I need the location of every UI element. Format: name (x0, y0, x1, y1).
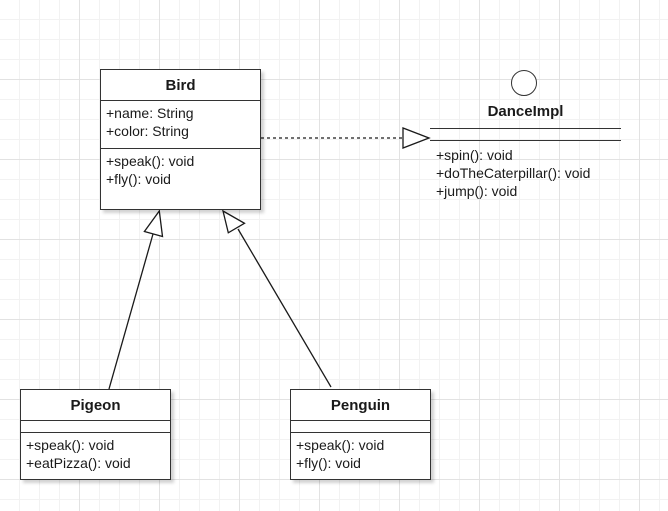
class-penguin-name: Penguin (291, 390, 430, 421)
class-penguin[interactable]: Penguin +speak(): void +fly(): void (290, 389, 431, 480)
edge-bird-to-danceimpl[interactable] (261, 127, 431, 149)
operation: +spin(): void (436, 147, 513, 163)
class-pigeon[interactable]: Pigeon +speak(): void +eatPizza(): void (20, 389, 171, 480)
operation: +speak(): void (296, 437, 385, 453)
class-penguin-attributes (291, 421, 430, 433)
operation: +jump(): void (436, 183, 518, 199)
class-penguin-operations: +speak(): void +fly(): void (291, 433, 430, 475)
class-bird[interactable]: Bird +name: String +color: String +speak… (100, 69, 261, 210)
interface-operations: +spin(): void +doTheCaterpillar(): void … (436, 146, 590, 200)
operation: +speak(): void (106, 153, 195, 169)
edge-pigeon-to-bird[interactable] (108, 209, 164, 390)
interface-lollipop-icon (511, 70, 537, 96)
interface-divider (430, 128, 621, 129)
operation: +fly(): void (296, 455, 361, 471)
attribute: +name: String (106, 105, 194, 121)
generalization-arrowhead-penguin (222, 209, 246, 234)
operation: +fly(): void (106, 171, 171, 187)
class-bird-operations: +speak(): void +fly(): void (101, 149, 260, 191)
edge-penguin-to-bird[interactable] (222, 209, 332, 388)
operation: +doTheCaterpillar(): void (436, 165, 591, 181)
class-pigeon-name: Pigeon (21, 390, 170, 421)
interface-danceimpl-name: DanceImpl (487, 103, 564, 120)
realization-arrowhead (402, 127, 431, 149)
operation: +eatPizza(): void (26, 455, 131, 471)
generalization-arrowhead-pigeon (143, 209, 164, 238)
class-pigeon-operations: +speak(): void +eatPizza(): void (21, 433, 170, 475)
interface-danceimpl[interactable]: DanceImpl +spin(): void +doTheCaterpilla… (430, 70, 621, 200)
attribute: +color: String (106, 123, 189, 139)
interface-divider (430, 140, 621, 141)
class-bird-attributes: +name: String +color: String (101, 101, 260, 149)
operation: +speak(): void (26, 437, 115, 453)
class-bird-name: Bird (101, 70, 260, 101)
class-pigeon-attributes (21, 421, 170, 433)
